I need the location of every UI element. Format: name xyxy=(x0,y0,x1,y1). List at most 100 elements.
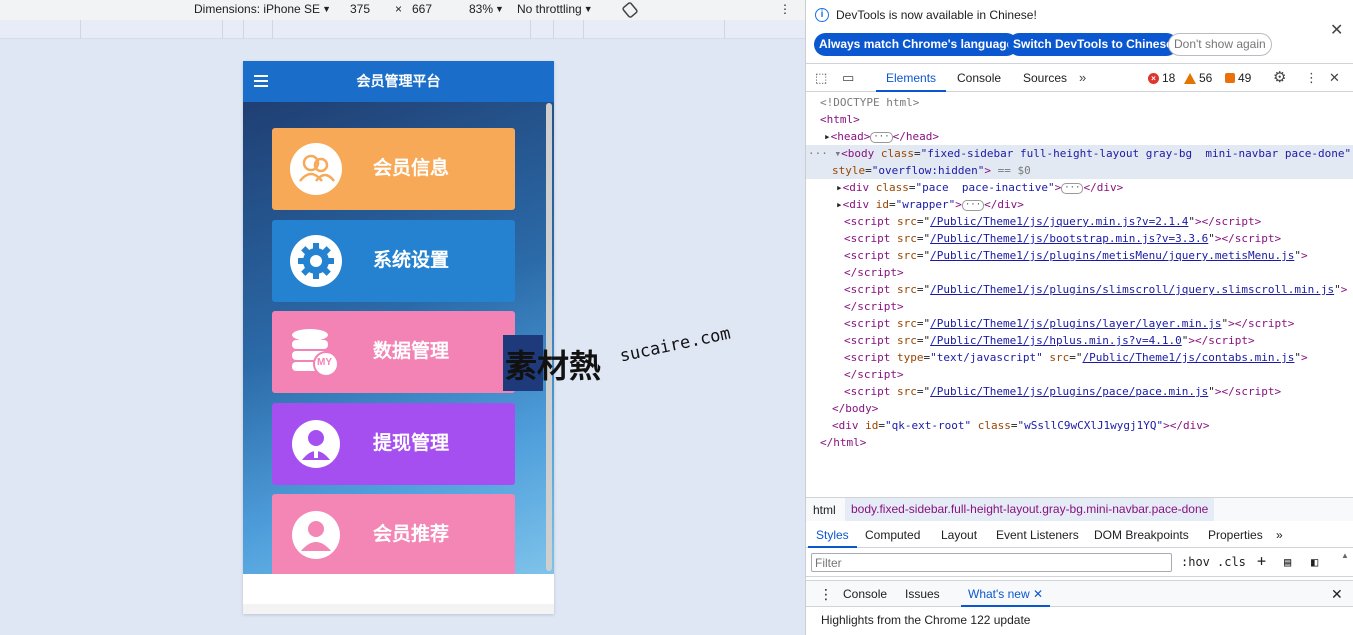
html-node[interactable]: <html> xyxy=(820,113,860,126)
elements-tree: <!DOCTYPE html> <html> ▸<head>···</head>… xyxy=(806,92,1353,497)
paint-icon[interactable]: ▤ xyxy=(1284,555,1292,569)
throttling-select[interactable]: No throttling ▼ xyxy=(517,2,593,16)
breadcrumb-html[interactable]: html xyxy=(813,503,836,517)
close-devtools-icon[interactable]: ✕ xyxy=(1329,70,1340,85)
hamburger-menu-icon[interactable] xyxy=(254,75,268,87)
app-body: 会员信息 系统设置 MY 数据管理 xyxy=(243,102,554,574)
more-tabs-icon[interactable]: » xyxy=(1079,70,1087,85)
pace-div-node[interactable]: ▸<div class="pace pace-inactive">···</di… xyxy=(836,181,1124,194)
rotate-icon[interactable] xyxy=(622,2,638,18)
warning-icon xyxy=(1184,72,1196,84)
qk-div-node[interactable]: <div id="qk-ext-root" class="wSsllC9wCXl… xyxy=(832,419,1210,432)
doctype-node[interactable]: <!DOCTYPE html> xyxy=(820,96,920,109)
warning-count[interactable]: 56 xyxy=(1184,71,1212,85)
script-node[interactable]: <script src="/Public/Theme1/js/hplus.min… xyxy=(844,334,1255,347)
styles-scrollbar[interactable]: ▲ xyxy=(1341,551,1349,560)
tab-elements[interactable]: Elements xyxy=(876,64,947,92)
switch-to-chinese-button[interactable]: Switch DevTools to Chinese xyxy=(1008,33,1178,56)
head-node[interactable]: ▸<head>···</head> xyxy=(824,130,939,143)
device-select[interactable]: Dimensions: iPhone SE ▼ xyxy=(194,2,331,16)
cls-toggle[interactable]: .cls xyxy=(1217,555,1246,569)
drawer-menu-icon[interactable]: ⋮ xyxy=(819,586,833,602)
device-toolbar: Dimensions: iPhone SE ▼ 375 × 667 83% ▼ … xyxy=(0,0,805,20)
users-icon xyxy=(290,143,342,195)
throttling-label: No throttling xyxy=(517,2,582,16)
tab-properties[interactable]: Properties xyxy=(1208,528,1263,542)
hov-toggle[interactable]: :hov xyxy=(1181,555,1210,569)
expand-arrow-icon[interactable]: ▸ xyxy=(824,130,831,143)
ruler-tick xyxy=(530,20,531,39)
script-close: </script> xyxy=(844,266,904,279)
styles-subtabs: Styles Computed Layout Event Listeners D… xyxy=(806,522,1353,548)
user-circle-icon xyxy=(290,509,342,561)
breadcrumb-body[interactable]: body.fixed-sidebar.full-height-layout.gr… xyxy=(845,498,1215,521)
app-header: 会员管理平台 xyxy=(243,61,554,102)
always-match-language-button[interactable]: Always match Chrome's language xyxy=(814,33,1019,56)
ruler-tick xyxy=(222,20,223,39)
tab-console[interactable]: Console xyxy=(957,71,1002,85)
height-input[interactable]: 667 xyxy=(412,2,433,16)
ruler-tick xyxy=(80,20,81,39)
width-input[interactable]: 375 xyxy=(350,2,371,16)
ellipsis-icon[interactable]: ··· xyxy=(870,131,893,143)
script-node[interactable]: <script src="/Public/Theme1/js/plugins/m… xyxy=(844,249,1308,262)
add-rule-icon[interactable]: + xyxy=(1257,552,1267,570)
tile-system-settings[interactable]: 系统设置 xyxy=(272,220,515,302)
ruler-tick xyxy=(583,20,584,39)
tab-layout[interactable]: Layout xyxy=(941,528,978,542)
dropdown-arrow-icon: ▼ xyxy=(495,4,504,14)
script-node[interactable]: <script src="/Public/Theme1/js/plugins/s… xyxy=(844,283,1348,296)
html-close: </html> xyxy=(820,436,867,449)
info-icon: i xyxy=(815,8,829,22)
script-node[interactable]: <script src="/Public/Theme1/js/jquery.mi… xyxy=(844,215,1262,228)
script-node[interactable]: <script src="/Public/Theme1/js/plugins/l… xyxy=(844,317,1295,330)
drawer-tab-whats-new[interactable]: What's new ✕ xyxy=(961,581,1051,607)
breadcrumb: html body.fixed-sidebar.full-height-layo… xyxy=(806,497,1353,521)
tab-styles[interactable]: Styles xyxy=(808,522,857,548)
body-node[interactable]: ··· ▾<body class="fixed-sidebar full-hei… xyxy=(808,147,1352,160)
body-close: </body> xyxy=(832,402,879,415)
more-options-icon[interactable]: ⋮ xyxy=(779,2,791,16)
inspect-element-icon[interactable]: ⬚ xyxy=(815,70,828,85)
dont-show-again-button[interactable]: Don't show again xyxy=(1168,33,1272,56)
tab-sources[interactable]: Sources xyxy=(1023,71,1068,85)
script-close: </script> xyxy=(844,368,904,381)
error-count[interactable]: × 18 xyxy=(1148,71,1175,85)
gear-icon[interactable]: ⚙ xyxy=(1273,69,1287,86)
app-footer xyxy=(243,574,554,604)
device-toggle-icon[interactable]: ▭ xyxy=(842,70,855,85)
tile-member-info[interactable]: 会员信息 xyxy=(272,128,515,210)
watermark-logo-block xyxy=(503,335,543,391)
script-node[interactable]: <script src="/Public/Theme1/js/bootstrap… xyxy=(844,232,1282,245)
tile-withdraw-management[interactable]: 提现管理 xyxy=(272,403,515,485)
script-node[interactable]: <script type="text/javascript" src="/Pub… xyxy=(844,351,1308,364)
script-node[interactable]: <script src="/Public/Theme1/js/plugins/p… xyxy=(844,385,1282,398)
issue-count[interactable]: 49 xyxy=(1225,71,1251,85)
close-tab-icon[interactable]: ✕ xyxy=(1033,587,1044,601)
phone-scrollbar[interactable] xyxy=(546,103,552,571)
more-tabs-icon[interactable]: » xyxy=(1276,528,1283,542)
wrapper-div-node[interactable]: ▸<div id="wrapper">···</div> xyxy=(836,198,1024,211)
tile-label: 数据管理 xyxy=(373,341,450,362)
tab-computed[interactable]: Computed xyxy=(865,528,921,542)
times-sign: × xyxy=(395,2,403,16)
watermark-sub: sucaire.com xyxy=(618,323,733,367)
database-icon: MY xyxy=(290,326,342,378)
app-title: 会员管理平台 xyxy=(356,73,441,89)
more-options-icon[interactable]: ⋮ xyxy=(1305,70,1318,85)
sidebar-toggle-icon[interactable]: ◧ xyxy=(1311,555,1319,569)
filter-input[interactable] xyxy=(811,553,1172,572)
tab-event-listeners[interactable]: Event Listeners xyxy=(996,528,1079,542)
tile-label: 提现管理 xyxy=(373,433,450,454)
body-node-cont[interactable]: style="overflow:hidden"> == $0 xyxy=(832,164,1031,177)
tile-member-referral[interactable]: 会员推荐 xyxy=(272,494,515,574)
watermark: 素材熱 sucaire.com xyxy=(503,324,753,395)
close-drawer-icon[interactable]: ✕ xyxy=(1331,586,1343,602)
zoom-select[interactable]: 83% ▼ xyxy=(469,2,504,16)
tab-dom-breakpoints[interactable]: DOM Breakpoints xyxy=(1094,528,1189,542)
tile-data-management[interactable]: MY 数据管理 xyxy=(272,311,515,393)
drawer-tab-issues[interactable]: Issues xyxy=(905,587,940,601)
close-icon[interactable]: ✕ xyxy=(1330,22,1344,39)
drawer-tab-console[interactable]: Console xyxy=(843,587,888,601)
ruler-tick xyxy=(724,20,725,39)
